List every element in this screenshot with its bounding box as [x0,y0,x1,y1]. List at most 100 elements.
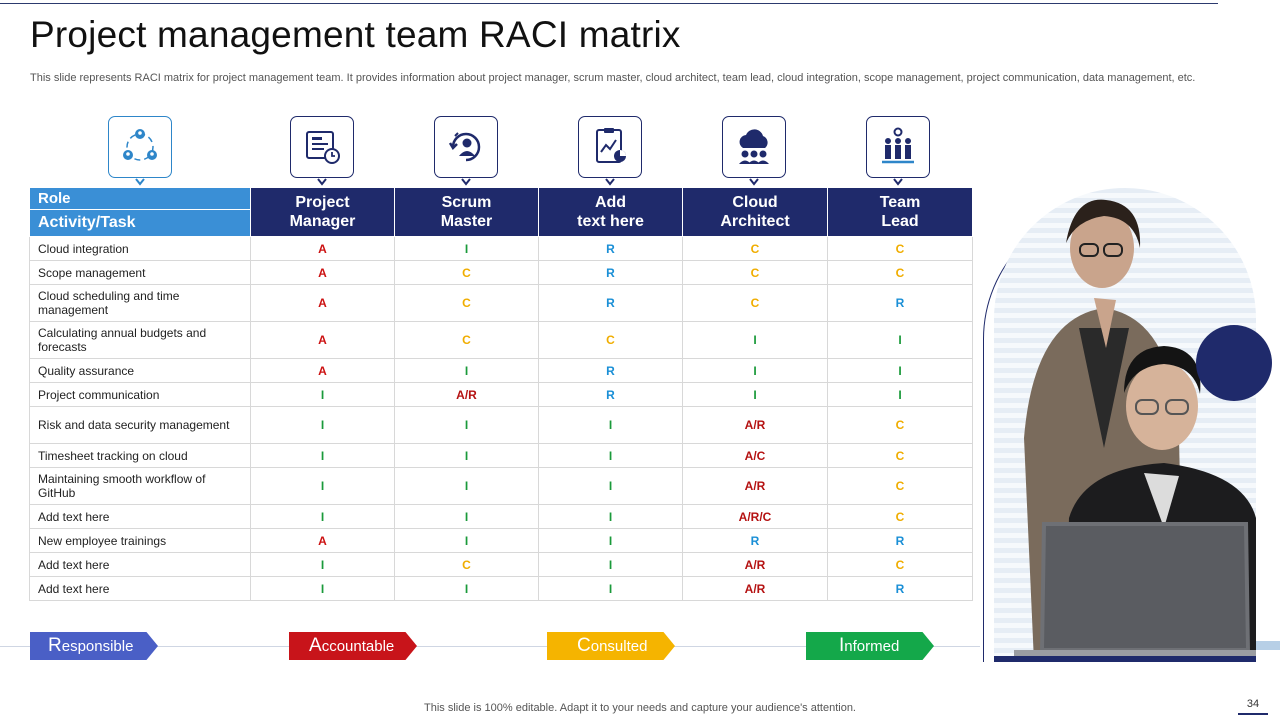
activity-cell: Cloud scheduling and time management [29,284,251,322]
role-label: Role [30,188,250,210]
raci-value-cell: C [682,236,828,261]
raci-value-cell: C [827,236,973,261]
chevron-down-icon [135,178,145,186]
raci-value-cell: C [827,504,973,529]
raci-value-cell: A [250,236,395,261]
raci-value-cell: I [250,382,395,407]
decorative-navy-circle [1196,325,1272,401]
raci-value-cell: I [394,358,539,383]
report-chart-icon-box [578,116,642,186]
raci-value-cell: I [250,406,395,444]
raci-value-cell: I [827,358,973,383]
team-cycle-icon-box [108,116,172,186]
raci-value-cell: C [394,321,539,359]
raci-value-cell: C [827,406,973,444]
raci-value-cell: R [538,260,683,285]
raci-value-cell: C [394,552,539,577]
raci-value-cell: A/R [682,576,828,601]
raci-value-cell: A [250,284,395,322]
role-activity-header: Role Activity/Task [29,187,251,237]
person-cycle-icon-box [434,116,498,186]
raci-value-cell: A/R [682,552,828,577]
raci-value-cell: I [538,406,683,444]
team-photo [994,188,1256,662]
raci-value-cell: C [827,467,973,505]
activity-cell: Calculating annual budgets and forecasts [29,321,251,359]
raci-value-cell: I [538,552,683,577]
raci-value-cell: A [250,358,395,383]
raci-value-cell: I [394,504,539,529]
presentation-board-icon-box [290,116,354,186]
raci-value-cell: I [682,358,828,383]
legend-divider-accent [1255,641,1280,650]
raci-value-cell: I [250,443,395,468]
team-photo-illustration [1014,199,1256,662]
raci-value-cell: I [394,236,539,261]
team-settings-icon-box [866,116,930,186]
presentation-board-icon [306,131,340,164]
activity-cell: Scope management [29,260,251,285]
raci-value-cell: C [827,260,973,285]
chevron-down-icon [461,178,471,186]
chevron-down-icon [605,178,615,186]
raci-value-cell: A [250,528,395,553]
activity-cell: Maintaining smooth workflow of GitHub [29,467,251,505]
raci-value-cell: I [250,504,395,529]
raci-value-cell: A/C [682,443,828,468]
table-row: Calculating annual budgets and forecasts… [29,321,973,359]
raci-value-cell: A/R [682,406,828,444]
raci-value-cell: I [394,443,539,468]
raci-value-cell: C [827,552,973,577]
raci-value-cell: I [827,321,973,359]
page-title: Project management team RACI matrix [30,14,681,55]
cloud-network-icon [739,129,769,164]
raci-value-cell: C [827,443,973,468]
raci-value-cell: I [538,528,683,553]
raci-value-cell: I [538,467,683,505]
photo-base-bar [994,656,1256,662]
raci-value-cell: I [394,467,539,505]
chevron-down-icon [893,178,903,186]
raci-value-cell: R [538,382,683,407]
page-number-underline [1238,713,1268,715]
team-settings-icon [882,127,914,164]
raci-value-cell: I [538,576,683,601]
raci-value-cell: R [827,576,973,601]
raci-value-cell: R [538,358,683,383]
raci-value-cell: R [538,236,683,261]
activity-cell: Cloud integration [29,236,251,261]
activity-cell: Project communication [29,382,251,407]
raci-value-cell: A [250,321,395,359]
raci-value-cell: C [538,321,683,359]
raci-value-cell: I [538,504,683,529]
raci-value-cell: C [682,284,828,322]
raci-value-cell: R [682,528,828,553]
raci-value-cell: A/R [682,467,828,505]
raci-value-cell: I [250,576,395,601]
team-cycle-icon [123,129,157,161]
raci-value-cell: I [682,382,828,407]
raci-value-cell: R [827,284,973,322]
cloud-network-icon-box [722,116,786,186]
activity-cell: Add text here [29,552,251,577]
legend-divider [0,646,980,647]
raci-value-cell: I [538,443,683,468]
person-cycle-icon [448,132,481,162]
raci-value-cell: R [538,284,683,322]
chevron-down-icon [749,178,759,186]
raci-value-cell: A/R/C [682,504,828,529]
